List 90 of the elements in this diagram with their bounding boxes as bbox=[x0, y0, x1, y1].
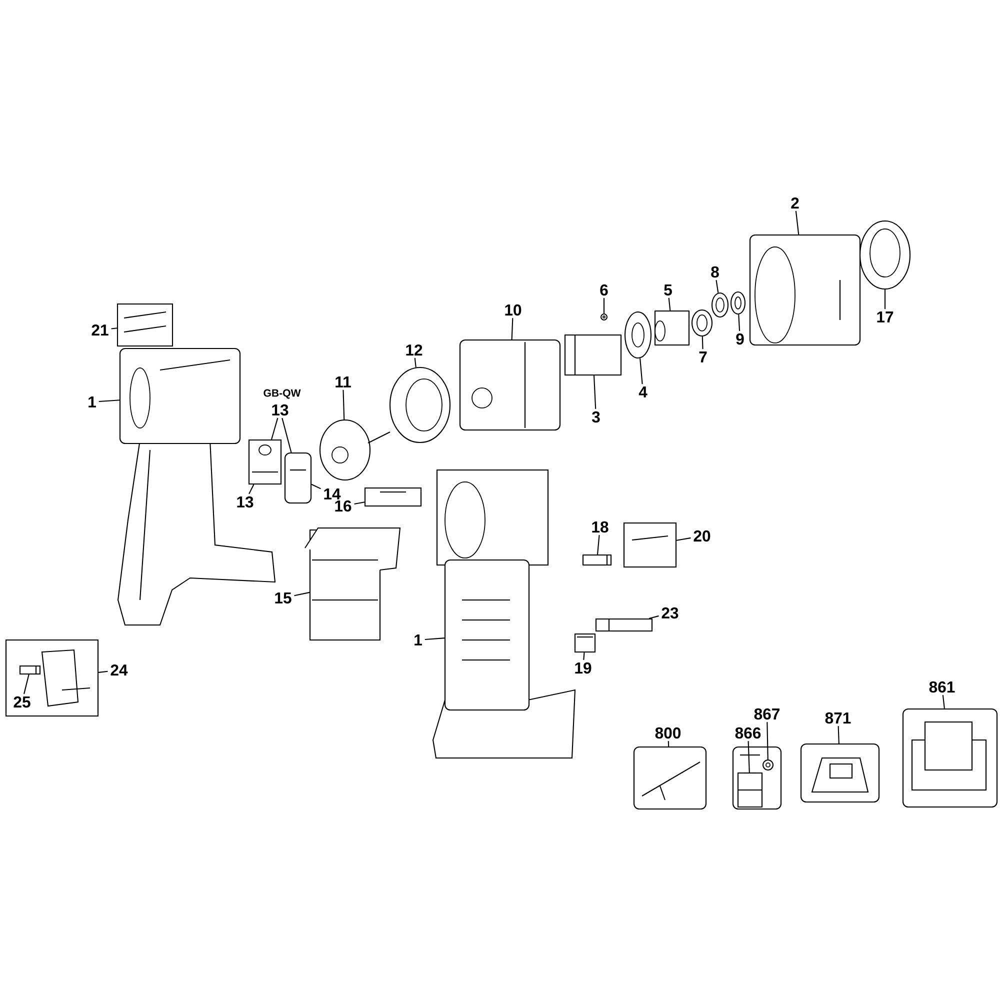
leader-line bbox=[111, 328, 118, 330]
ring-drawing bbox=[389, 366, 451, 444]
callout-number: 12 bbox=[406, 344, 422, 356]
callout-number: 13 bbox=[272, 404, 288, 416]
ring-drawing bbox=[711, 292, 729, 318]
leader-line bbox=[766, 722, 768, 760]
leader-line bbox=[603, 298, 605, 314]
callout-number: 18 bbox=[592, 521, 608, 533]
callout-number: 20 bbox=[694, 530, 710, 542]
washer-drawing bbox=[624, 311, 652, 359]
callout-number: 23 bbox=[662, 607, 678, 619]
armature-drawing bbox=[319, 419, 390, 481]
charger-drawing bbox=[633, 746, 707, 810]
callout-number: 11 bbox=[336, 376, 351, 388]
callout-number: 866 bbox=[735, 727, 761, 739]
belt-clip-drawing bbox=[5, 639, 99, 717]
gear-case-drawing bbox=[459, 339, 561, 431]
leader-line bbox=[311, 484, 321, 490]
callout-number: 10 bbox=[505, 304, 522, 316]
callout-number: 8 bbox=[711, 266, 719, 278]
callout-number: 4 bbox=[638, 386, 648, 398]
leader-line bbox=[342, 390, 345, 420]
label-drawing bbox=[116, 303, 174, 347]
ring-drawing bbox=[730, 291, 746, 315]
screw-drawing bbox=[19, 665, 41, 675]
switch-drawing bbox=[304, 527, 401, 641]
label-drawing bbox=[623, 522, 677, 568]
leader-line bbox=[884, 290, 886, 310]
leader-line bbox=[282, 418, 292, 453]
leader-line bbox=[668, 741, 670, 746]
callout-number: 17 bbox=[877, 312, 894, 322]
callout-number: 1 bbox=[414, 634, 422, 646]
ball-drawing bbox=[600, 313, 608, 321]
callout-number: 800 bbox=[655, 727, 681, 739]
case-drawing bbox=[902, 708, 998, 808]
leader-line bbox=[648, 615, 659, 619]
callout-number: 1 bbox=[88, 396, 96, 408]
plate-drawing bbox=[364, 487, 422, 507]
callout-number: 7 bbox=[699, 352, 707, 362]
leader-line bbox=[583, 652, 585, 660]
leader-line bbox=[596, 535, 600, 555]
charger-drawing bbox=[800, 743, 880, 803]
callout-number: 24 bbox=[110, 664, 128, 676]
leader-line bbox=[354, 502, 365, 504]
brush-holder-drawing bbox=[284, 452, 312, 504]
leader-line bbox=[424, 638, 445, 640]
leader-line bbox=[702, 336, 704, 350]
leader-line bbox=[640, 358, 643, 384]
battery-pack-drawing bbox=[737, 772, 763, 808]
brush-holder-drawing bbox=[248, 439, 282, 485]
callout-number: 3 bbox=[592, 411, 600, 423]
leader-line bbox=[98, 400, 120, 402]
screw-drawing bbox=[582, 554, 612, 566]
leader-line bbox=[24, 674, 30, 694]
leader-line bbox=[676, 537, 691, 541]
leader-line bbox=[294, 592, 310, 596]
callout-number: 861 bbox=[929, 681, 955, 693]
bit-drawing bbox=[595, 618, 653, 632]
callout-number: 14 bbox=[324, 488, 341, 500]
housing-drawing bbox=[432, 469, 576, 759]
leader-line bbox=[248, 484, 254, 494]
leader-line bbox=[593, 376, 596, 409]
leader-line bbox=[98, 670, 108, 673]
callout-number: 871 bbox=[825, 712, 851, 724]
leader-line bbox=[716, 280, 719, 293]
callout-number: 867 bbox=[754, 708, 780, 720]
cap-drawing bbox=[859, 220, 911, 290]
leader-line bbox=[795, 210, 800, 235]
leader-line bbox=[511, 318, 514, 340]
leader-line bbox=[838, 726, 840, 744]
callout-number: 5 bbox=[664, 284, 672, 296]
callout-number: 2 bbox=[791, 197, 799, 209]
leader-line bbox=[748, 741, 750, 772]
leader-line bbox=[668, 298, 671, 311]
callout-number: 6 bbox=[600, 284, 608, 296]
region-code: GB-QW bbox=[264, 389, 301, 399]
callout-number: 13 bbox=[237, 496, 254, 508]
callout-number: 15 bbox=[275, 592, 292, 604]
callout-number: 16 bbox=[335, 500, 352, 512]
clip-drawing bbox=[574, 633, 596, 653]
callout-number: 9 bbox=[736, 333, 744, 345]
anvil-drawing bbox=[564, 334, 622, 376]
spring-drawing bbox=[691, 309, 713, 337]
leader-line bbox=[942, 695, 945, 709]
callout-number: 25 bbox=[14, 696, 30, 708]
leader-line bbox=[738, 314, 740, 331]
callout-number: 19 bbox=[575, 662, 592, 674]
leader-line bbox=[414, 358, 416, 368]
leader-line bbox=[271, 418, 278, 440]
callout-number: 21 bbox=[92, 324, 108, 336]
